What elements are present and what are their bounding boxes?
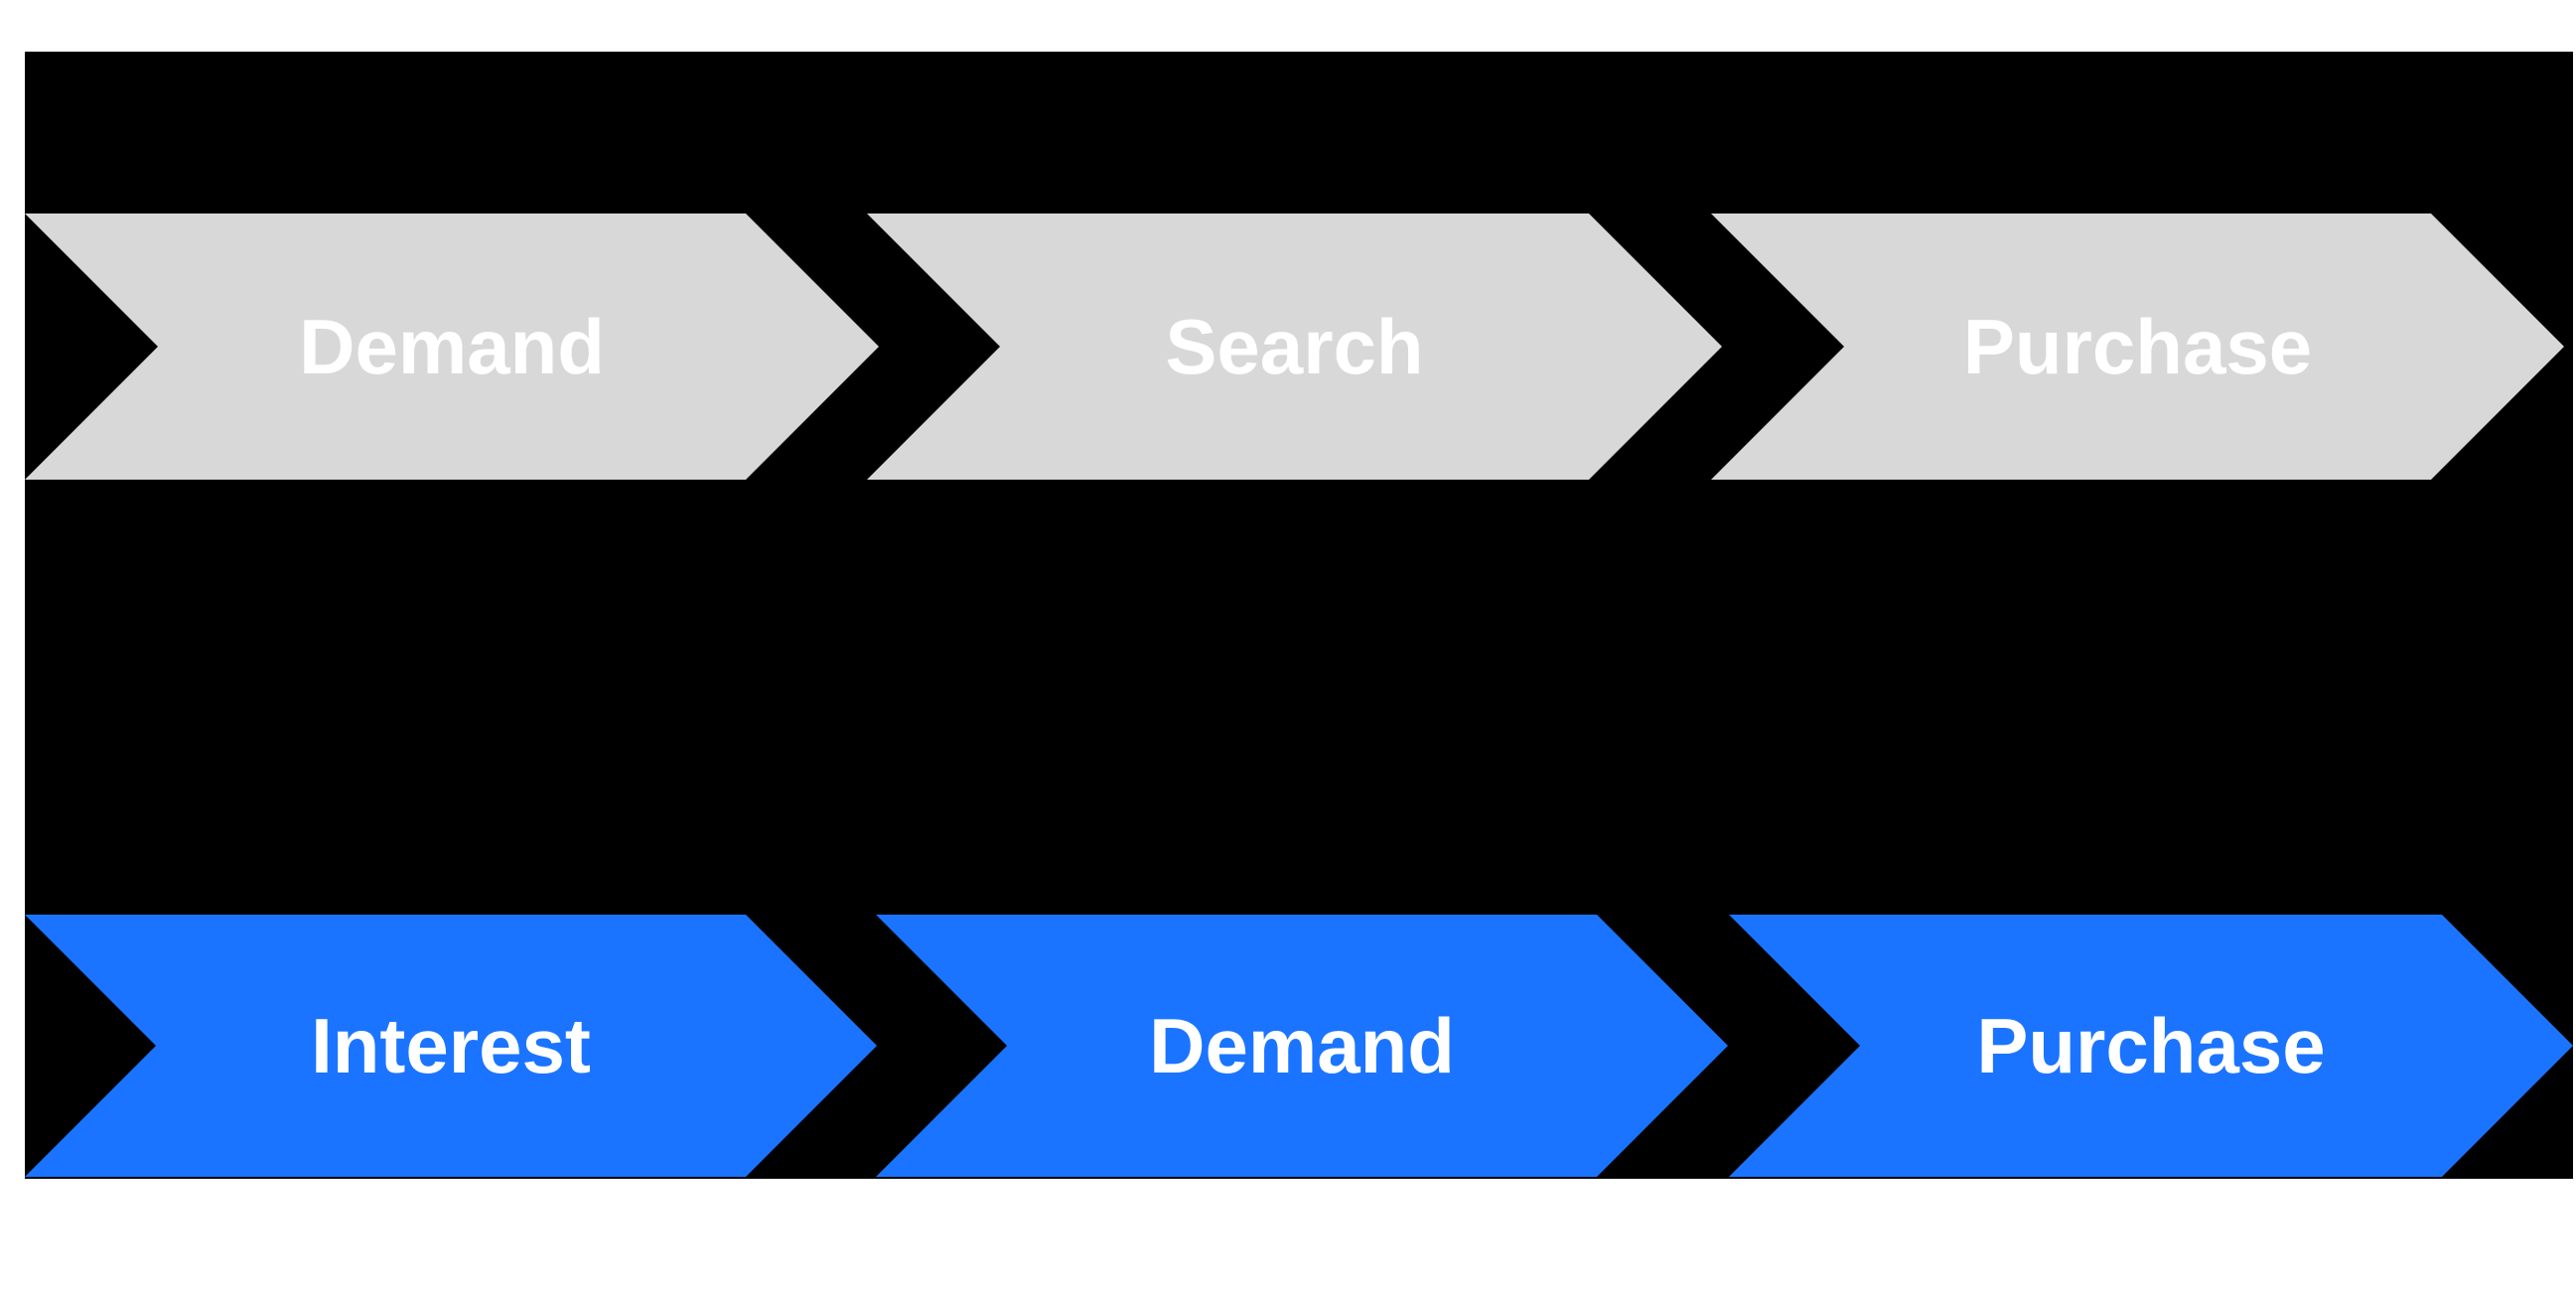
journey-chevron-interest: Interest: [25, 915, 877, 1177]
background-panel: Demand Search Purchase Interest Demand P…: [25, 52, 2573, 1179]
chevron-label: Demand: [299, 303, 605, 390]
stage-chevron-purchase: Purchase: [1711, 214, 2564, 480]
chevron-label: Demand: [1149, 1002, 1455, 1089]
chevron-label: Search: [1165, 303, 1424, 390]
journey-chevron-purchase: Purchase: [1729, 915, 2573, 1177]
journey-chevron-demand: Demand: [876, 915, 1728, 1177]
chevron-label: Interest: [311, 1002, 591, 1089]
chevron-label: Purchase: [1976, 1002, 2326, 1089]
stage-chevron-demand: Demand: [25, 214, 879, 480]
chevron-label: Purchase: [1962, 303, 2313, 390]
stage-chevron-search: Search: [867, 214, 1722, 480]
